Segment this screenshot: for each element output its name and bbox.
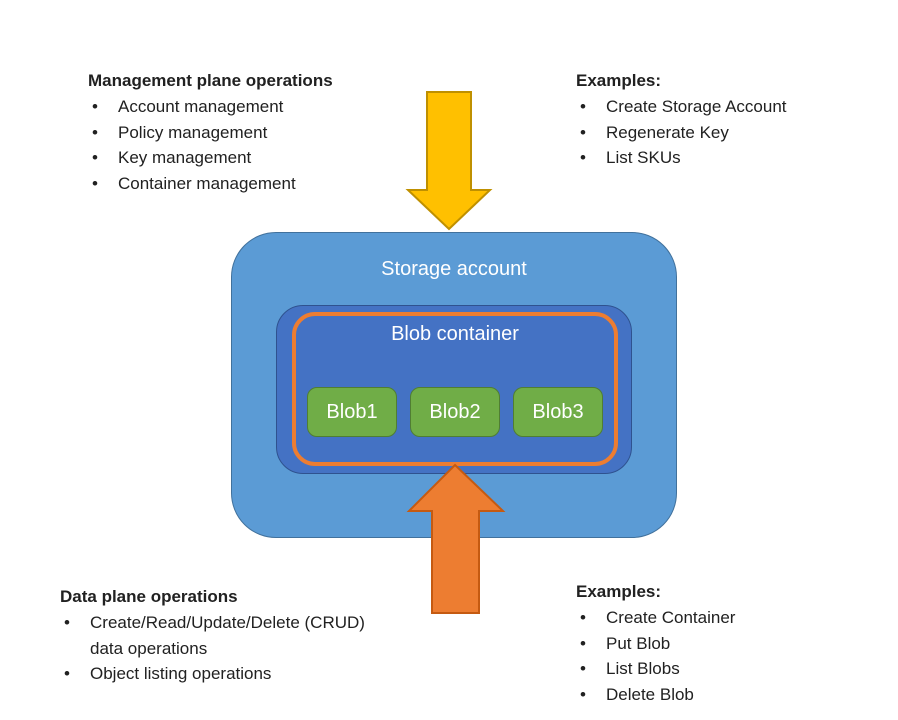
bullet-icon <box>576 631 606 657</box>
bullet-icon <box>576 120 606 146</box>
list-item-text: Delete Blob <box>606 684 694 704</box>
bullet-icon <box>576 682 606 708</box>
list-item: Delete Blob <box>576 682 876 708</box>
bullet-icon <box>576 656 606 682</box>
data-plane-block: Data plane operations Create/Read/Update… <box>60 584 425 687</box>
management-examples-block: Examples: Create Storage Account Regener… <box>576 68 876 171</box>
management-plane-block: Management plane operations Account mana… <box>88 68 418 196</box>
list-item: List SKUs <box>576 145 876 171</box>
data-examples-list: Create Container Put Blob List Blobs Del… <box>576 605 876 707</box>
list-item: Key management <box>88 145 418 171</box>
list-item: Regenerate Key <box>576 120 876 146</box>
list-item-text: Regenerate Key <box>606 122 729 142</box>
data-plane-list: Create/Read/Update/Delete (CRUD) data op… <box>60 610 425 687</box>
bullet-icon <box>88 171 118 197</box>
bullet-icon <box>576 145 606 171</box>
list-item: Create Storage Account <box>576 94 876 120</box>
blob-row: Blob1 Blob2 Blob3 <box>296 387 614 437</box>
blob3-box: Blob3 <box>513 387 603 437</box>
list-item: Policy management <box>88 120 418 146</box>
blob-container-box: Blob container Blob1 Blob2 Blob3 <box>276 305 632 474</box>
list-item-text: Account management <box>118 97 284 116</box>
bullet-icon <box>60 610 90 661</box>
management-plane-list: Account management Policy management Key… <box>88 94 418 196</box>
list-item-text: Object listing operations <box>90 664 272 683</box>
list-item-text: Put Blob <box>606 633 671 653</box>
list-item-text: Container management <box>118 173 296 193</box>
list-item: Create/Read/Update/Delete (CRUD) data op… <box>60 610 425 661</box>
data-examples-block: Examples: Create Container Put Blob List… <box>576 579 876 707</box>
storage-account-label: Storage account <box>381 258 527 280</box>
list-item-text: Policy management <box>118 122 268 142</box>
management-examples-title: Examples: <box>576 71 662 90</box>
bullet-icon <box>576 605 606 631</box>
blob-container-label: Blob container <box>391 323 519 345</box>
list-item-text: List Blobs <box>606 659 680 678</box>
up-arrow-icon <box>406 463 506 614</box>
bullet-icon <box>88 145 118 171</box>
bullet-icon <box>576 94 606 120</box>
list-item-text: Create Storage Account <box>606 97 787 116</box>
bullet-icon <box>88 94 118 120</box>
list-item: Object listing operations <box>60 661 425 687</box>
data-examples-title: Examples: <box>576 582 662 601</box>
list-item-text: List SKUs <box>606 148 681 167</box>
list-item-text: Create/Read/Update/Delete (CRUD) data op… <box>90 613 365 658</box>
list-item: Container management <box>88 171 418 197</box>
blob1-box: Blob1 <box>307 387 397 437</box>
bullet-icon <box>60 661 90 687</box>
management-plane-title: Management plane operations <box>88 71 333 90</box>
list-item: Put Blob <box>576 631 876 657</box>
blob-container-ring: Blob container Blob1 Blob2 Blob3 <box>292 312 618 466</box>
list-item: List Blobs <box>576 656 876 682</box>
management-examples-list: Create Storage Account Regenerate Key Li… <box>576 94 876 171</box>
list-item: Create Container <box>576 605 876 631</box>
list-item-text: Create Container <box>606 608 736 627</box>
data-plane-title: Data plane operations <box>60 587 238 606</box>
list-item: Account management <box>88 94 418 120</box>
blob2-box: Blob2 <box>410 387 500 437</box>
bullet-icon <box>88 120 118 146</box>
down-arrow-icon <box>405 91 493 231</box>
list-item-text: Key management <box>118 148 252 167</box>
